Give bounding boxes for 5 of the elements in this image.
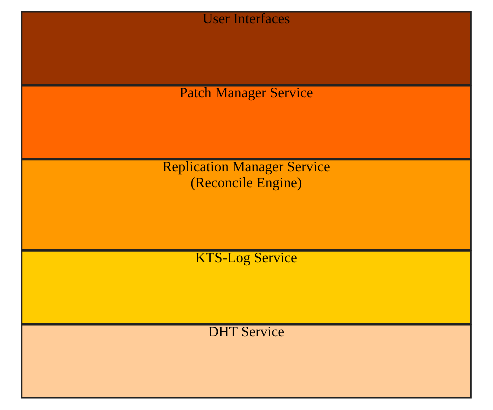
node-box: DHT Service — [21, 324, 472, 399]
node-box: Patch Manager Service — [21, 85, 472, 160]
node-box: KTS-Log Service — [21, 250, 472, 325]
node-box: User Interfaces — [21, 11, 472, 86]
node-box: Replication Manager Service (Reconcile Engine) — [21, 159, 472, 251]
